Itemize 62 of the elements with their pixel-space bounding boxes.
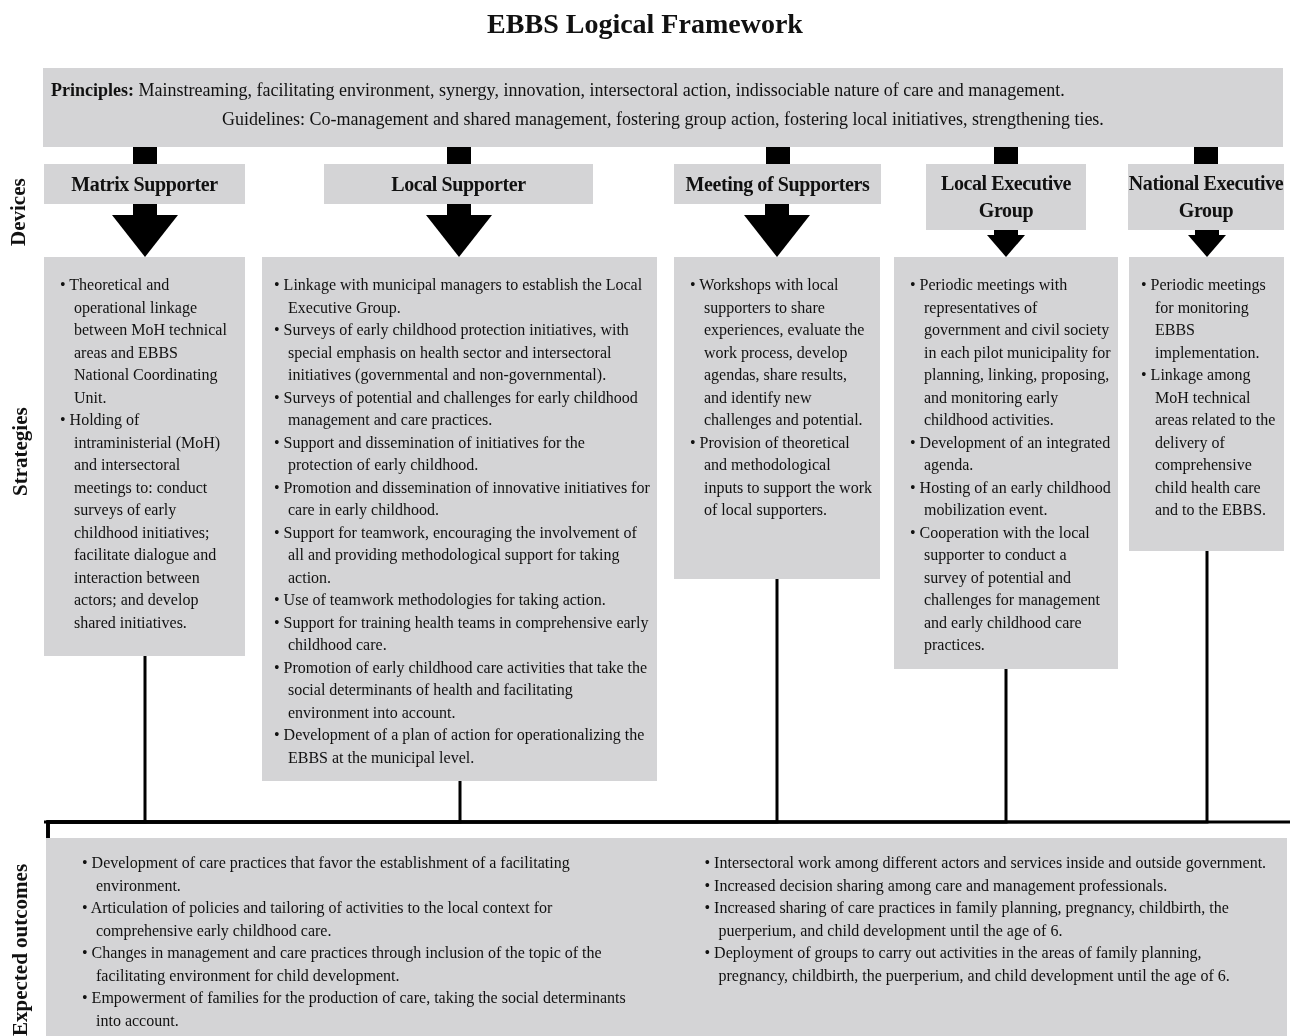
bullet-item: • Support for training health teams in comprehensive early childhood care. — [274, 612, 650, 655]
bullet-item: • Articulation of policies and tailoring of activities to the local context for comprehensive early childhood care. — [82, 898, 554, 942]
device-header — [674, 164, 881, 204]
device-name: Local Executive Group — [939, 171, 1073, 224]
device-header — [1128, 164, 1284, 230]
strategy-panel — [262, 257, 657, 781]
diagram-title: EBBS Logical Framework — [486, 8, 804, 40]
device-header — [324, 164, 593, 204]
connector-line — [447, 147, 471, 164]
bullet-item: • Use of teamwork methodologies for taking action. — [274, 590, 607, 611]
bullet-item: • Surveys of early childhood protection initiatives, with special emphasis on health sector and intersectoral initiatives (governmental and non-governmental). — [274, 320, 630, 386]
bullet-item: • Holding of intraministerial (MoH) and intersectoral meetings to: conduct surveys of early childhood initiatives; facilitate dialogue and interaction between actors; and develop shared initiatives. — [60, 410, 222, 633]
connector-line — [133, 147, 157, 164]
bullet-item: • Theoretical and operational linkage between MoH technical areas and EBBS National Coordinating Unit. — [60, 275, 228, 408]
connector-line — [766, 147, 790, 164]
strategy-panel — [1129, 257, 1284, 551]
strategy-panel — [674, 257, 880, 579]
principles-banner — [43, 68, 1283, 147]
bullet-item: • Support and dissemination of initiatives for the protection of early childhood. — [274, 432, 586, 476]
down-arrow — [744, 204, 810, 257]
bullet-item: • Increased decision sharing among care and management professionals. — [704, 875, 1169, 897]
device-name: Local Supporter — [391, 171, 526, 198]
down-arrow — [112, 204, 178, 257]
outcomes-panel — [46, 838, 1287, 1036]
down-arrow — [1188, 230, 1226, 257]
guidelines-text: Guidelines: Co-management and shared management, fostering group action, fostering local initiatives, strengthening ties. — [221, 108, 1105, 131]
strategy-panel — [894, 257, 1118, 669]
down-arrow — [987, 230, 1025, 257]
principles-text: Principles: Mainstreaming, facilitating environment, synergy, innovation, intersectoral action, indissociable nature of care and management. — [51, 79, 1066, 102]
bullet-item: • Periodic meetings for monitoring EBBS implementation. — [1141, 275, 1267, 364]
bullet-item: • Periodic meetings with representatives of government and civil society in each pilot municipality for planning, linking, proposing, and monitoring early childhood activities. — [910, 275, 1112, 430]
bullet-item: • Cooperation with the local supporter to conduct a survey of potential and challenges for management and early childhood care practices. — [910, 522, 1101, 656]
bullet-item: • Linkage among MoH technical areas related to the delivery of comprehensive child health care and to the EBBS. — [1141, 365, 1277, 520]
bullet-item: • Promotion and dissemination of innovative initiatives for care in early childhood. — [274, 477, 651, 521]
bullet-item: • Empowerment of families for the production of care, taking the social determinants into account. — [82, 988, 627, 1031]
bullet-item: • Promotion of early childhood care activities that take the social determinants of health and facilitating environment into account. — [274, 657, 649, 723]
device-name: National Executive Group — [1128, 171, 1284, 224]
bullet-item: • Development of a plan of action for operationalizing the EBBS at the municipal level. — [274, 725, 646, 769]
bullet-item: • Development of care practices that favor the establishment of a facilitating environment. — [82, 853, 571, 896]
bullet-item: • Development of an integrated agenda. — [910, 432, 1112, 476]
bullet-item: • Provision of theoretical and methodological inputs to support the work of local supporters. — [690, 432, 872, 521]
section-label: Expected outcomes — [8, 863, 33, 1036]
device-header — [926, 164, 1086, 230]
bullet-item: • Changes in management and care practices through inclusion of the topic of the facilitating environment for child development. — [82, 943, 603, 987]
connector-line — [1194, 147, 1218, 164]
bullet-item: • Deployment of groups to carry out activities in the areas of family planning, pregnancy, childbirth, the puerperium, and child development until the age of 6. — [704, 943, 1231, 987]
bullet-item: • Intersectoral work among different actors and services inside and outside government. — [704, 853, 1267, 874]
bullet-item: • Workshops with local supporters to share experiences, evaluate the work process, develop agendas, share results, and identify new challenges and potential. — [690, 275, 866, 431]
bullet-item: • Surveys of potential and challenges for early childhood management and care practices. — [274, 387, 639, 431]
bullet-item: • Linkage with municipal managers to establish the Local Executive Group. — [274, 275, 644, 319]
bullet-item: • Support for teamwork, encouraging the involvement of all and providing methodological support for taking action. — [274, 522, 638, 588]
section-label: Devices — [6, 178, 31, 246]
device-name: Matrix Supporter — [71, 171, 218, 198]
connector-line — [46, 551, 1209, 838]
bullet-item: • Hosting of an early childhood mobilization event. — [910, 477, 1112, 520]
device-header — [44, 164, 245, 204]
strategy-panel — [44, 257, 245, 656]
device-name: Meeting of Supporters — [685, 171, 870, 198]
section-label: Strategies — [8, 407, 33, 496]
down-arrow — [426, 204, 492, 257]
bullet-item: • Increased sharing of care practices in family planning, pregnancy, childbirth, the puerperium, and child development until the age of 6. — [704, 898, 1230, 942]
connector-line — [994, 147, 1018, 164]
